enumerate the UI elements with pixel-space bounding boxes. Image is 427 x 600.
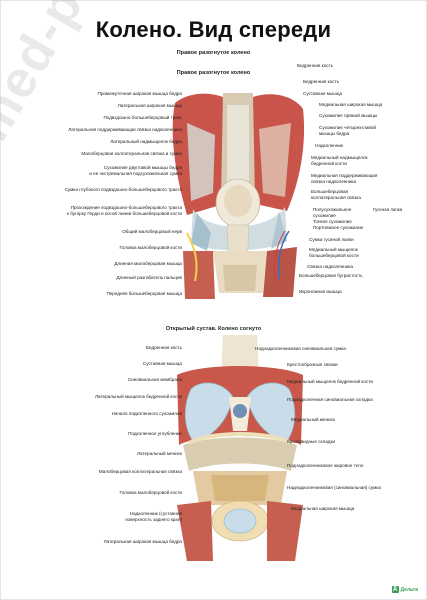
section1-label-top2: Правое разогнутое колено <box>176 70 251 76</box>
label: Большеберцовая <box>311 189 348 194</box>
label: Медиальная поддерживающая <box>311 173 378 178</box>
knee-open-illustration <box>177 335 303 561</box>
label: Длинный разгибатель пальцев <box>116 275 182 280</box>
goose-foot-label: Гусеная лапка <box>373 207 403 212</box>
section2-label-top: Открытый сустав. Колено согнуто <box>165 326 262 332</box>
knee-extended-illustration <box>172 93 305 299</box>
label: Начало подколенного сухожилия <box>111 411 182 416</box>
label: Бедренная кость <box>145 345 182 350</box>
label: Синовиальная мембрана <box>127 377 182 382</box>
label: Связка надколенника <box>307 264 354 269</box>
label: Латеральная широкая мышца бедра <box>103 539 182 544</box>
label: Медиальная широкая мышца <box>319 102 383 107</box>
label: Крестообразные связки <box>287 362 338 367</box>
label: Суставная мышца <box>303 91 343 96</box>
label: Наднадколенниковая синовиальная сумка <box>255 346 346 351</box>
logo-text: Дельта <box>400 586 418 593</box>
label: Бедренная кость <box>303 79 340 84</box>
label: Сухожилие прямой мышцы <box>319 113 378 118</box>
label: Прохождение подвздошно-большеберцового т… <box>70 205 182 210</box>
label: Сумка глубокого подвздошно-большеберцово… <box>64 187 182 192</box>
label: связка надколенника <box>311 179 357 184</box>
label: Поднадколенниковое жировое тело <box>287 463 364 468</box>
publisher-logo: Д Дельта <box>391 586 418 593</box>
label: и ее экстремальная подсухожильная сумка <box>89 171 182 176</box>
label: бедренной кости <box>311 161 347 166</box>
label: Малоберцовая коллатеральная связка и сум… <box>81 151 182 156</box>
label: Полусухожильное <box>313 207 352 212</box>
label: Портняжное сухожилие <box>313 225 364 230</box>
label: большеберцовой кости <box>309 253 359 258</box>
label: к бугорку Герди и косой линии большеберц… <box>66 211 182 216</box>
label: Общий малоберцовый нерв <box>122 229 182 234</box>
label: Подиадколенная синовиальная складка <box>287 397 373 402</box>
label: Длинная малоберцовая мышца <box>114 261 182 266</box>
label: Головка малоберцовой кости <box>119 245 183 250</box>
label: Подколенное углубление <box>128 431 182 436</box>
label: Тонкое сухожилие <box>313 219 352 224</box>
label: Медиальный надмыщелок <box>311 155 368 160</box>
label: Передняя большеберцовая мышца <box>106 291 182 296</box>
label: коллатеральная связка <box>311 195 361 200</box>
label: Крыловидные складки <box>287 439 336 444</box>
label: Латеральная поддерживающая связка надкол… <box>68 127 182 132</box>
logo-mark-icon: Д <box>391 586 399 593</box>
label: Большеберцовая бугристость <box>299 273 363 278</box>
label: Промежуточная широкая мышца бедра <box>97 91 182 96</box>
label: Медиальный мениск <box>291 417 336 422</box>
label: Малоберцовая коллатеральная связка <box>98 469 182 474</box>
label: Надколенник <box>315 143 343 148</box>
label: Сухожилие четырехглавой <box>319 125 376 130</box>
label: мышцы бедра <box>319 131 350 136</box>
label: Надколенник (суставная <box>129 511 182 516</box>
label: Икроножная мышца <box>299 289 342 294</box>
label: Латеральный мениск <box>136 451 182 456</box>
label: Медиальный мыщелок бедренной кости <box>287 379 373 384</box>
label: Суставная мышца <box>142 361 182 366</box>
label: Медиальный мыщелок <box>309 247 358 252</box>
label: Головка малоберцовой кости <box>119 490 183 495</box>
label: Подвздошно-большеберцовый тракт <box>103 115 182 120</box>
label: Латеральная широкая мышца <box>117 103 182 108</box>
label: сухожилие <box>313 213 336 218</box>
page-title: Колено. Вид спереди <box>95 17 332 42</box>
section1-label-top: Правое разогнутое колено <box>176 50 251 56</box>
label: Латеральный надмыщелок бедра <box>110 139 182 144</box>
label: Латеральный мыщелок бедренной кости <box>95 394 182 399</box>
label: Наднадколенниковая (синовиальная) сумка <box>287 485 381 490</box>
label: Бедренная кость <box>297 63 334 68</box>
label: Сухожилие двуглавой мышцы бедра <box>103 165 182 170</box>
label: Медиальная широкая мышца <box>291 506 355 511</box>
label: Сумка гусиной лапки <box>309 237 354 242</box>
label: поверхность заднего края) <box>125 517 182 522</box>
